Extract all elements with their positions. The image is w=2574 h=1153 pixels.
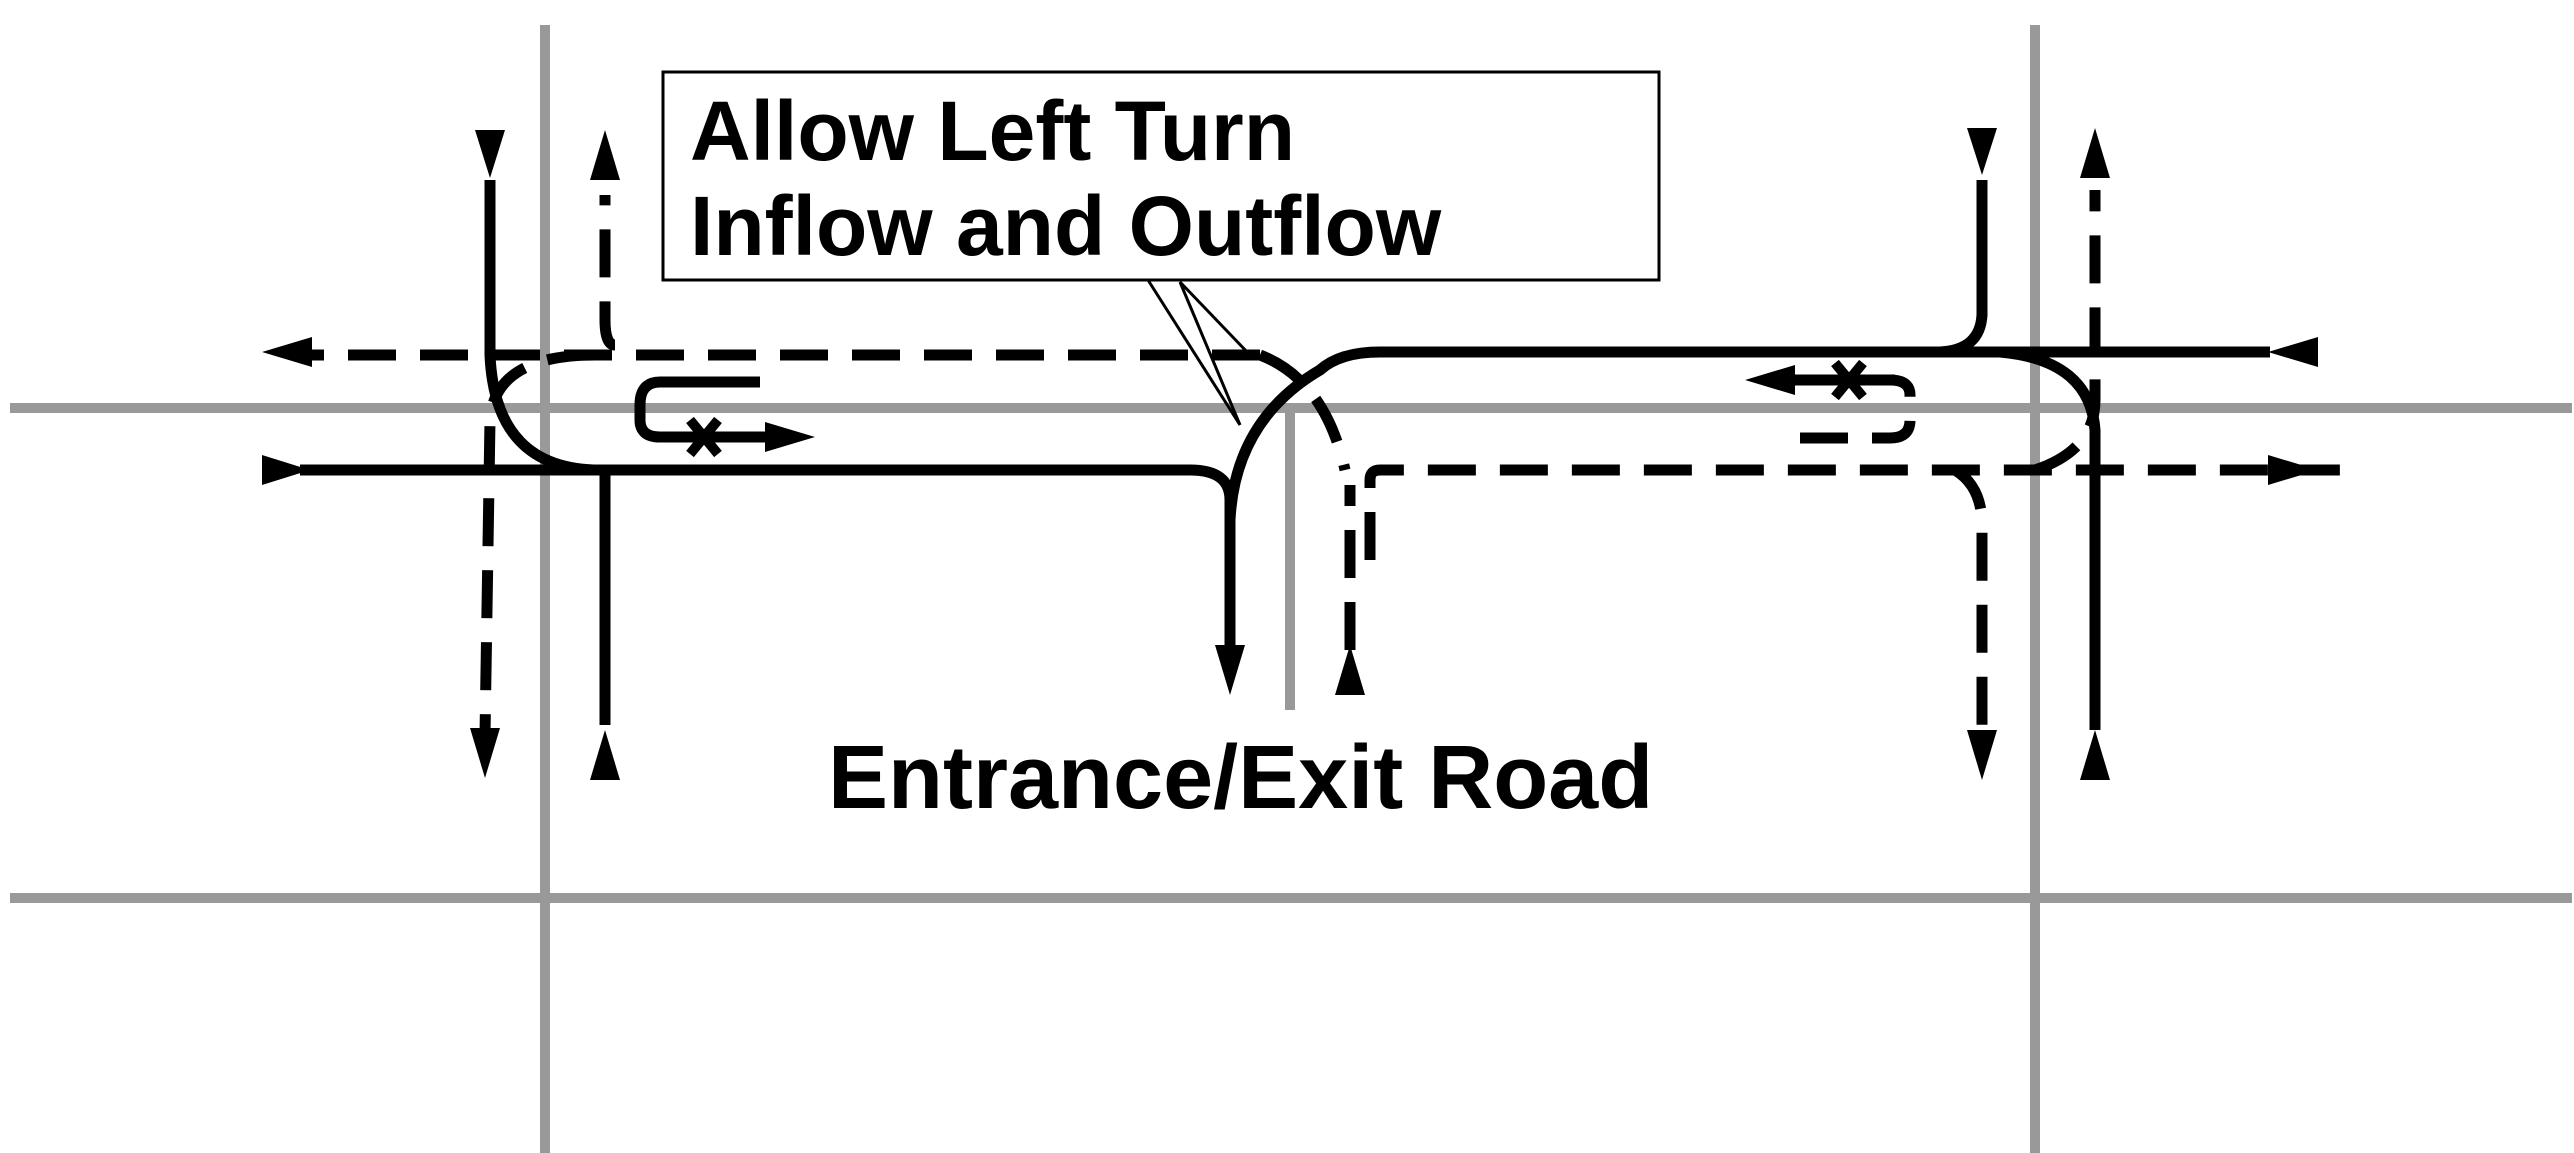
arrowhead-left-southbound-entry [475, 130, 505, 178]
arrowhead-left-north-dashed [590, 130, 620, 180]
arrowhead-center-up [1335, 645, 1365, 695]
callout-pointer [1146, 279, 1252, 426]
dashed-flow-right-south [1951, 465, 1988, 740]
arrowhead-left-down [470, 728, 500, 778]
arrowhead-uturn-right [1745, 365, 1795, 395]
cross-icon-left [686, 416, 722, 458]
callout-line-2: Inflow and Outflow [690, 179, 1442, 273]
arrowhead-right-southbound-entry [1967, 128, 1997, 175]
arrowhead-right-eastbound [2268, 455, 2318, 485]
dashed-flow-left-south [479, 349, 596, 736]
solid-flow-right-south [1999, 346, 2101, 730]
solid-flow-left-north [484, 180, 601, 476]
road-grid [10, 25, 2572, 1153]
cross-icon-right [1831, 359, 1867, 401]
dashed-flow-right-north [2033, 190, 2101, 476]
solid-flow-right-north-top [1939, 180, 1988, 358]
arrowhead-left-westbound [262, 337, 312, 367]
callout: Allow Left Turn Inflow and Outflow [661, 70, 1661, 426]
solid-flow-eastbound-bottom [300, 464, 1236, 650]
dashed-flows [300, 190, 2350, 740]
arrowheads [262, 128, 2318, 780]
dashed-flow-westbound-top [1364, 464, 2350, 560]
blocked-markers [686, 359, 1867, 458]
callout-line-1: Allow Left Turn [690, 84, 1295, 178]
solid-flow-westbound-top [1224, 346, 2270, 521]
dashed-flow-center-curve [1257, 349, 1351, 472]
arrowhead-uturn-left [765, 422, 815, 452]
arrowhead-right-north-dashed [2080, 128, 2110, 178]
solid-flow-uturn-left [634, 376, 765, 443]
dashed-flow-left-north [599, 195, 616, 351]
arrowhead-left-eastbound-entry [262, 455, 310, 485]
callout-box [661, 70, 1661, 282]
dashed-flow-uturn-right [1800, 374, 1916, 444]
arrowhead-right-northbound-entry [2080, 730, 2110, 780]
arrowhead-center-down [1215, 645, 1245, 695]
arrowhead-right-westbound-entry [2268, 337, 2318, 367]
arrowhead-left-northbound-entry [590, 730, 620, 780]
road-label: Entrance/Exit Road [828, 728, 1653, 828]
arrowhead-right-down [1967, 730, 1997, 780]
solid-flows [300, 180, 2270, 730]
